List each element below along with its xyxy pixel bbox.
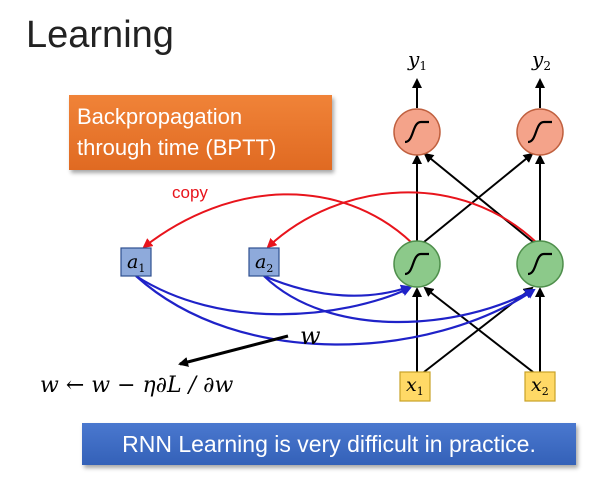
input-box-x2 bbox=[524, 371, 556, 402]
grad-a2-h2 bbox=[263, 275, 535, 324]
hidden-node-1 bbox=[393, 240, 441, 288]
label-x1: x1 bbox=[406, 374, 424, 398]
bptt-line-2: through time (BPTT) bbox=[77, 135, 277, 160]
sigmoid-icon bbox=[527, 120, 552, 144]
bptt-line-1: Backpropagation bbox=[77, 104, 243, 129]
update-pointer-arrow bbox=[178, 334, 289, 367]
sigmoid-icon bbox=[527, 252, 552, 276]
slide-title: Learning bbox=[26, 14, 174, 56]
update-rule: w ← w − η∂L / ∂w bbox=[40, 373, 233, 398]
label-x2: x2 bbox=[531, 374, 549, 398]
memory-box-a2 bbox=[248, 247, 280, 277]
output-node-2 bbox=[516, 108, 564, 156]
grad-a1-h1 bbox=[135, 275, 412, 316]
input-box-x1 bbox=[399, 371, 431, 402]
difficulty-note: RNN Learning is very difficult in practi… bbox=[82, 423, 576, 465]
label-a1: a1 bbox=[127, 251, 145, 275]
label-y2: y2 bbox=[531, 47, 551, 73]
weight-label: w bbox=[300, 322, 321, 350]
grad-a2-h1 bbox=[263, 274, 411, 297]
label-a2: a2 bbox=[255, 251, 273, 275]
output-node-1 bbox=[393, 108, 441, 156]
memory-box-a1 bbox=[120, 247, 152, 277]
sigmoid-icon bbox=[404, 252, 429, 276]
copy-label: copy bbox=[172, 183, 208, 202]
copy-arrow-1 bbox=[142, 193, 413, 249]
label-y1: y1 bbox=[407, 47, 427, 73]
hidden-node-2 bbox=[516, 240, 564, 288]
copy-arrow-2 bbox=[266, 191, 538, 249]
bptt-callout: Backpropagation through time (BPTT) bbox=[69, 95, 332, 170]
sigmoid-icon bbox=[404, 120, 429, 144]
grad-a1-h2 bbox=[135, 275, 536, 346]
arrow-x2-h1 bbox=[423, 286, 534, 373]
arrow-h2-o1 bbox=[423, 152, 534, 243]
